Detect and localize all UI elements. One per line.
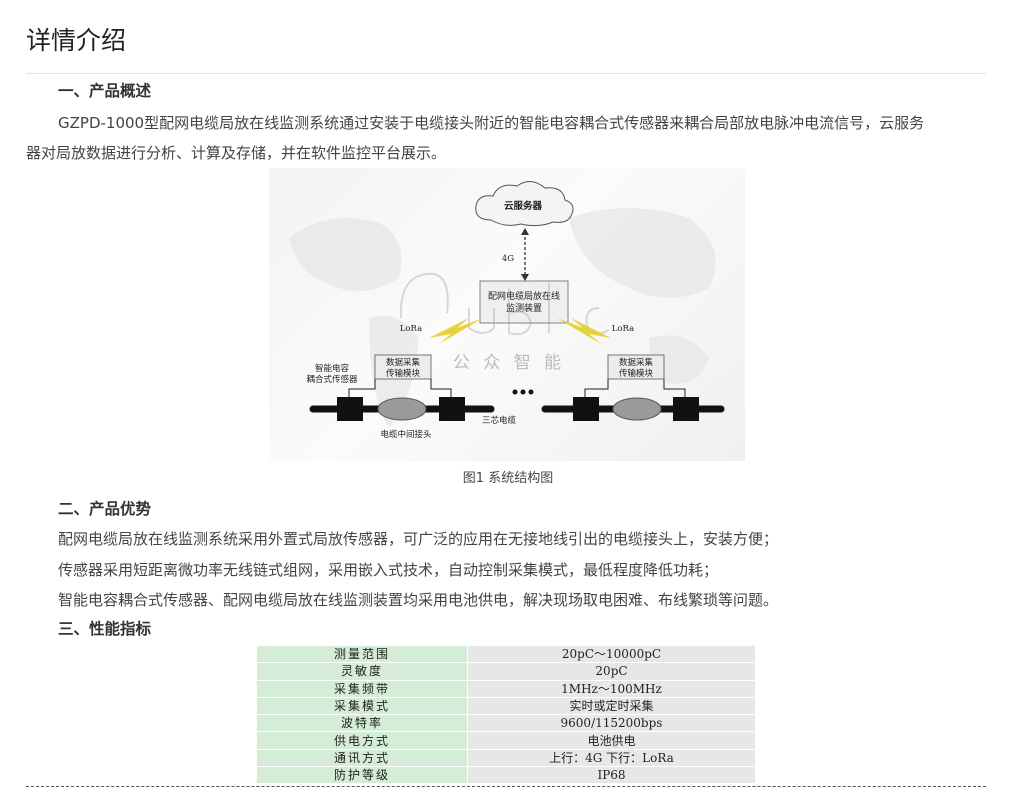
spec-key: 采集模式	[257, 697, 468, 716]
cloud-server-label: 云服务器	[504, 200, 543, 212]
joint-label: 电缆中间接头	[380, 429, 432, 440]
spec-value: IP68	[467, 766, 755, 785]
page-title: 详情介绍	[26, 26, 127, 55]
table-row: 采集模式 实时或定时采集	[257, 697, 755, 716]
table-row: 防护等级 IP68	[257, 766, 755, 785]
table-row: 通讯方式 上行：4G 下行：LoRa	[257, 749, 755, 768]
more-nodes-dots-icon	[512, 389, 534, 395]
spec-key: 供电方式	[257, 731, 468, 750]
spec-table: 测量范围 20pC～10000pC 灵敏度 20pC 采集频带 1MHz～100…	[257, 646, 755, 785]
spec-value: 实时或定时采集	[467, 697, 755, 716]
lora-left-label: LoRa	[400, 324, 422, 334]
table-row: 波特率 9600/115200bps	[257, 714, 755, 733]
module-right-box	[607, 354, 665, 380]
right-cable-assembly	[541, 397, 725, 421]
section-heading-advantages: 二、产品优势	[58, 500, 152, 518]
table-row: 采集频带 1MHz～100MHz	[257, 680, 755, 698]
spec-value: 1MHz～100MHz	[467, 680, 755, 698]
overview-paragraph-line1: GZPD-1000型配网电缆局放在线监测系统通过安装于电缆接头附近的智能电容耦合…	[58, 114, 925, 132]
spec-key: 防护等级	[257, 766, 468, 785]
section-heading-specs: 三、性能指标	[58, 620, 152, 638]
watermark-chinese: 公 众 智 能	[453, 353, 565, 373]
module-left-label-line1: 数据采集	[386, 357, 421, 368]
table-row: 测量范围 20pC～10000pC	[257, 646, 755, 664]
lora-right-label: LoRa	[612, 324, 634, 334]
spec-key: 灵敏度	[257, 662, 468, 681]
spec-value: 9600/115200bps	[467, 714, 755, 733]
system-structure-diagram: 云服务器 4G 配网电缆局放在线 监测装置 公 众 智 能 LoRa LoRa	[269, 168, 745, 461]
module-right-label-line1: 数据采集	[619, 357, 654, 368]
spec-value: 电池供电	[467, 731, 755, 750]
left-wiring	[348, 379, 452, 400]
spec-key: 采集频带	[257, 680, 468, 698]
right-wiring	[584, 379, 686, 400]
cloud-server-icon	[475, 181, 574, 227]
spec-value: 上行：4G 下行：LoRa	[467, 749, 755, 768]
spec-value: 20pC	[467, 662, 755, 681]
sensor-label-line1: 智能电容	[315, 363, 350, 374]
cable-label: 三芯电缆	[482, 415, 517, 426]
module-left-label-line2: 传输模块	[386, 368, 421, 379]
monitoring-device-label-line2: 监测装置	[506, 302, 542, 314]
section-heading-overview: 一、产品概述	[58, 82, 152, 100]
spec-key: 波特率	[257, 714, 468, 733]
lora-right-lightning-icon	[557, 318, 611, 344]
advantage-line: 智能电容耦合式传感器、配网电缆局放在线监测装置均采用电池供电，解决现场取电困难、…	[58, 591, 779, 609]
link-4g-label: 4G	[502, 254, 514, 264]
world-map-background	[289, 208, 716, 428]
spec-key: 通讯方式	[257, 749, 468, 768]
module-right-label-line2: 传输模块	[619, 368, 654, 379]
figure-caption: 图1 系统结构图	[462, 471, 554, 486]
module-left-box	[374, 354, 432, 380]
left-cable-assembly	[309, 397, 495, 421]
advantage-line: 传感器采用短距离微功率无线链式组网，采用嵌入式技术，自动控制采集模式，最低程度降…	[58, 561, 719, 579]
table-row: 供电方式 电池供电	[257, 731, 755, 750]
lora-left-lightning-icon	[429, 318, 483, 344]
title-divider	[26, 73, 986, 74]
monitoring-device-box	[479, 280, 569, 324]
spec-value: 20pC～10000pC	[467, 646, 755, 664]
advantage-line: 配网电缆局放在线监测系统采用外置式局放传感器，可广泛的应用在无接地线引出的电缆接…	[58, 530, 779, 548]
overview-paragraph-line2: 器对局放数据进行分析、计算及存储，并在软件监控平台展示。	[26, 144, 447, 162]
monitoring-device-label-line1: 配网电缆局放在线	[488, 290, 560, 302]
bottom-dashed-divider	[26, 786, 986, 787]
spec-key: 测量范围	[257, 646, 468, 664]
sensor-label-line2: 耦合式传感器	[306, 374, 358, 385]
table-row: 灵敏度 20pC	[257, 662, 755, 681]
